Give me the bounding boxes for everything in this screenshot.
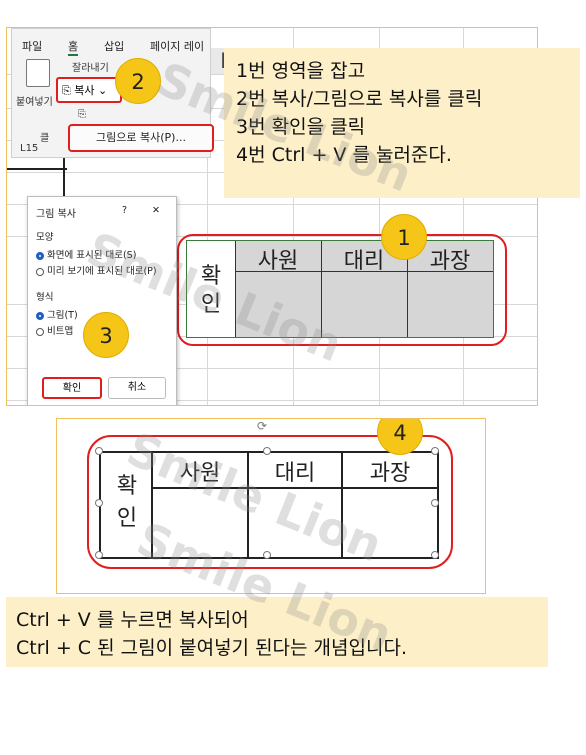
resize-handle[interactable] [263,447,271,455]
format-label: 형식 [36,292,54,303]
instruction-line-1: 1번 영역을 잡고 [236,60,366,82]
instruction-line-2: 2번 복사/그림으로 복사를 클릭 [236,88,483,110]
clipboard-group-label: 클 [40,133,50,144]
dialog-title: 그림 복사 [36,209,76,220]
ribbon: 파일 홈 삽입 페이지 레이 붙여넣기 잘라내기 ⎘ 복사 ⌄ ⎘ 클 그림으로… [11,28,214,158]
appearance-option-screen[interactable]: 화면에 표시된 대로(S) [36,247,136,261]
pasted-header-assistant-manager: 대리 [274,461,316,486]
instruction-line-4: 4번 Ctrl + V 를 눌러준다. [236,144,452,166]
copy-picture-dialog: 그림 복사 ? ✕ 모양 화면에 표시된 대로(S) 미리 보기에 표시된 대로… [27,196,177,405]
instructions-box: 1번 영역을 잡고 2번 복사/그림으로 복사를 클릭 3번 확인을 클릭 4번… [224,48,580,198]
copy-button[interactable]: ⎘ 복사 ⌄ [56,77,122,103]
note-line-2: Ctrl + C 된 그림이 붙여넣기 된다는 개념입니다. [16,637,407,659]
cell-reference[interactable]: L15 [20,143,39,154]
pasted-header-staff: 사원 [179,461,221,486]
note-line-1: Ctrl + V 를 누르면 복사되어 [16,609,249,631]
tab-page-layout[interactable]: 페이지 레이 [150,40,205,53]
step-badge-2: 2 [115,58,161,104]
ok-button[interactable]: 확인 [42,377,102,399]
close-icon[interactable]: ✕ [152,205,160,216]
resize-handle[interactable] [95,499,103,507]
appearance-option-preview[interactable]: 미리 보기에 표시된 대로(P) [36,263,157,277]
instruction-line-3: 3번 확인을 클릭 [236,116,366,138]
resize-handle[interactable] [263,551,271,559]
tab-home[interactable]: 홈 [68,38,79,56]
table-header-manager: 과장 [429,249,471,274]
cancel-button[interactable]: 취소 [108,377,166,399]
copy-as-picture-menu-item[interactable]: 그림으로 복사(P)... [68,124,214,152]
copy-submenu-icon: ⎘ [78,109,86,120]
format-option-picture[interactable]: 그림(T) [36,307,78,321]
paste-icon[interactable] [26,59,50,87]
note-box: Ctrl + V 를 누르면 복사되어 Ctrl + C 된 그림이 붙여넣기 … [6,597,548,667]
pasted-header-manager: 과장 [369,461,411,486]
highlight-ring-4 [87,435,453,569]
tab-file[interactable]: 파일 [22,40,43,53]
table-header-assistant-manager: 대리 [343,249,385,274]
copy-icon: ⎘ [62,84,75,97]
help-icon[interactable]: ? [122,205,128,216]
table-header-staff: 사원 [257,249,299,274]
step-badge-3: 3 [83,312,129,358]
rotate-handle-icon[interactable]: ⟳ [257,419,268,433]
paste-label[interactable]: 붙여넣기 [16,97,53,108]
resize-handle[interactable] [431,499,439,507]
step-badge-4: 4 [377,419,423,455]
cut-label[interactable]: 잘라내기 [72,63,109,74]
format-option-bitmap[interactable]: 비트맵 [36,323,73,337]
highlight-ring-1 [177,234,507,346]
step-badge-1: 1 [381,214,427,260]
appearance-label: 모양 [36,232,54,243]
tab-insert[interactable]: 삽입 [104,40,125,53]
